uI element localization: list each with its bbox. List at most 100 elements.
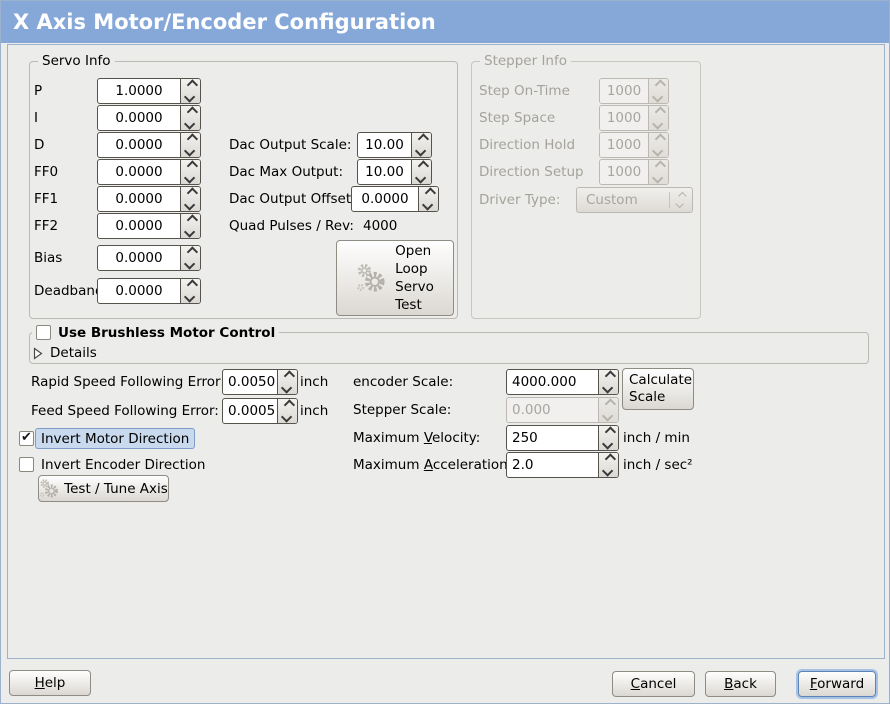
chevron-up-icon [424, 187, 436, 199]
encoder-scale-spinbox[interactable]: 4000.000 [506, 369, 619, 395]
d-spin-buttons[interactable] [180, 133, 200, 157]
dac-output-offset-spinbox[interactable]: 0.0000 [351, 186, 439, 212]
open-loop-servo-test-button[interactable]: Open Loop Servo Test [336, 240, 454, 316]
ff0-spinbox[interactable]: 0.0000 [97, 159, 201, 185]
use-brushless-checkbox[interactable] [36, 325, 51, 340]
maximum-acceleration-spin-buttons[interactable] [598, 453, 618, 477]
chevron-up-icon [604, 426, 616, 438]
encoder-scale-input[interactable]: 4000.000 [512, 374, 577, 390]
chevron-up-icon [186, 79, 198, 91]
stepper-scale-label: Stepper Scale: [353, 402, 452, 418]
chevron-up-icon [186, 187, 198, 199]
feed-following-error-input[interactable]: 0.0005 [228, 403, 276, 419]
i-label: I [34, 110, 38, 126]
dac-output-offset-label: Dac Output Offset: [229, 191, 356, 207]
p-spinbox[interactable]: 1.0000 [97, 78, 201, 104]
step-on-time-input: 1000 [600, 79, 648, 103]
deadband-input[interactable]: 0.0000 [115, 283, 163, 299]
rapid-following-error-input[interactable]: 0.0050 [228, 374, 276, 390]
use-brushless-label[interactable]: Use Brushless Motor Control [58, 324, 276, 341]
ff2-input[interactable]: 0.0000 [115, 218, 163, 234]
maximum-acceleration-input[interactable]: 2.0 [512, 457, 534, 473]
ff0-input[interactable]: 0.0000 [115, 164, 163, 180]
details-expander[interactable]: Details [32, 345, 97, 361]
dac-output-offset-input[interactable]: 0.0000 [361, 191, 409, 207]
gears-icon [40, 479, 59, 498]
chevron-down-icon [183, 291, 195, 303]
ff2-spin-buttons[interactable] [180, 214, 200, 238]
d-label: D [34, 137, 45, 153]
i-spin-buttons[interactable] [180, 106, 200, 130]
stepper-info-frame-title: Stepper Info [480, 53, 572, 69]
bias-spin-buttons[interactable] [180, 246, 200, 270]
p-input[interactable]: 1.0000 [115, 83, 163, 99]
bias-spinbox[interactable]: 0.0000 [97, 245, 201, 271]
dac-max-output-input[interactable]: 10.00 [365, 164, 404, 180]
maximum-acceleration-spinbox[interactable]: 2.0 [506, 452, 619, 478]
dac-output-scale-spin-buttons[interactable] [411, 133, 431, 157]
driver-type-value: Custom [586, 192, 638, 208]
deadband-spin-buttons[interactable] [180, 279, 200, 303]
chevron-down-icon [183, 226, 195, 238]
dac-max-output-spin-buttons[interactable] [411, 160, 431, 184]
chevron-down-icon [280, 411, 292, 423]
chevron-down-icon [414, 172, 426, 184]
step-space-label: Step Space [479, 110, 556, 126]
p-spin-buttons[interactable] [180, 79, 200, 103]
dac-output-offset-spin-buttons[interactable] [418, 187, 438, 211]
dac-output-scale-input[interactable]: 10.00 [365, 137, 404, 153]
details-label: Details [50, 345, 97, 361]
calculate-scale-button[interactable]: Calculate Scale [622, 368, 694, 410]
driver-type-combobox: Custom [576, 187, 693, 213]
ff2-label: FF2 [34, 218, 59, 234]
open-loop-servo-test-label: Open Loop Servo Test [395, 243, 434, 313]
step-on-time-spinbox: 1000 [599, 78, 669, 104]
chevron-up-icon [604, 398, 616, 410]
cancel-button[interactable]: Cancel [612, 671, 695, 697]
chevron-down-icon [601, 438, 613, 450]
chevron-down-icon [183, 199, 195, 211]
invert-encoder-direction-label[interactable]: Invert Encoder Direction [41, 457, 206, 473]
maximum-velocity-spinbox[interactable]: 250 [506, 425, 619, 451]
rapid-following-error-spin-buttons[interactable] [277, 370, 297, 394]
dac-max-output-spinbox[interactable]: 10.00 [357, 159, 432, 185]
i-input[interactable]: 0.0000 [115, 110, 163, 126]
invert-motor-direction-label[interactable]: Invert Motor Direction [35, 428, 196, 449]
step-space-spinbox: 1000 [599, 105, 669, 131]
bias-input[interactable]: 0.0000 [115, 250, 163, 266]
ff0-spin-buttons[interactable] [180, 160, 200, 184]
forward-button[interactable]: Forward [798, 671, 876, 697]
d-input[interactable]: 0.0000 [115, 137, 163, 153]
stepper-scale-spinbox: 0.000 [506, 397, 619, 423]
maximum-velocity-spin-buttons[interactable] [598, 426, 618, 450]
ff1-label: FF1 [34, 191, 59, 207]
i-spinbox[interactable]: 0.0000 [97, 105, 201, 131]
feed-following-error-spin-buttons[interactable] [277, 399, 297, 423]
chevron-down-icon [183, 258, 195, 270]
dac-output-scale-spinbox[interactable]: 10.00 [357, 132, 432, 158]
invert-encoder-direction-checkbox[interactable] [19, 457, 34, 472]
d-spinbox[interactable]: 0.0000 [97, 132, 201, 158]
rapid-following-error-spinbox[interactable]: 0.0050 [222, 369, 298, 395]
stepper-scale-input: 0.000 [507, 398, 598, 422]
feed-following-error-spinbox[interactable]: 0.0005 [222, 398, 298, 424]
stepper-info-frame: Stepper Info [471, 53, 701, 319]
bias-label: Bias [34, 250, 63, 266]
direction-hold-label: Direction Hold [479, 137, 576, 153]
test-tune-axis-button[interactable]: Test / Tune Axis [38, 475, 169, 502]
rapid-following-error-label: Rapid Speed Following Error: [31, 374, 225, 390]
calculate-scale-label: Calculate Scale [629, 372, 693, 405]
help-button[interactable]: Help [9, 670, 91, 696]
ff1-spin-buttons[interactable] [180, 187, 200, 211]
ff1-spinbox[interactable]: 0.0000 [97, 186, 201, 212]
maximum-velocity-input[interactable]: 250 [512, 430, 538, 446]
maximum-velocity-unit: inch / min [623, 430, 690, 446]
encoder-scale-spin-buttons[interactable] [598, 370, 618, 394]
ff1-input[interactable]: 0.0000 [115, 191, 163, 207]
deadband-spinbox[interactable]: 0.0000 [97, 278, 201, 304]
step-space-input: 1000 [600, 106, 648, 130]
back-button[interactable]: Back [705, 671, 776, 697]
invert-motor-direction-checkbox[interactable] [19, 430, 34, 446]
ff2-spinbox[interactable]: 0.0000 [97, 213, 201, 239]
step-on-time-label: Step On-Time [479, 83, 570, 99]
